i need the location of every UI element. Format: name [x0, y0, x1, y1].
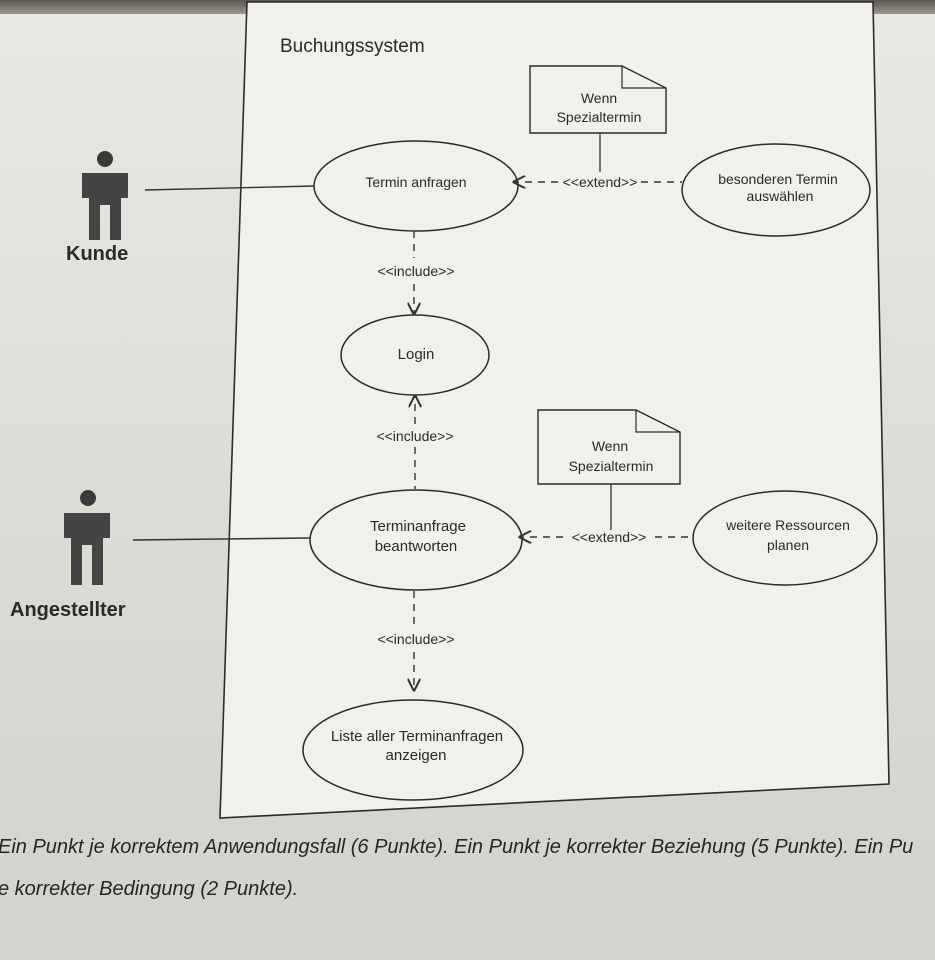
note-spezialtermin-1: Wenn Spezialtermin: [529, 65, 667, 172]
association-kunde: [144, 185, 316, 191]
usecase-login-label: Login: [398, 346, 435, 363]
actor-kunde-body: [82, 173, 128, 240]
usecase-liste-anzeigen-label-1: Liste aller Terminanfragen: [331, 728, 503, 745]
caption-line-2: e korrekter Bedingung (2 Punkte).: [0, 878, 299, 900]
usecase-weitere-ressourcen-label-2: planen: [767, 537, 809, 553]
relation-extend-1: <<extend>>: [514, 174, 682, 190]
include-1-label: <<include>>: [377, 263, 454, 279]
usecase-liste-anzeigen: Liste aller Terminanfragen anzeigen: [302, 699, 524, 801]
relation-extend-2: <<extend>>: [520, 529, 693, 545]
usecase-terminanfrage-beantworten: Terminanfrage beantworten: [309, 489, 523, 591]
association-angestellter: [132, 537, 311, 541]
actor-angestellter-label: Angestellter: [10, 599, 126, 621]
note-2-shape: [537, 409, 681, 485]
relation-include-1: <<include>>: [377, 231, 455, 314]
system-title: Buchungssystem: [280, 36, 425, 57]
note-1-line-2: Spezialtermin: [557, 109, 642, 125]
actor-kunde-head: [97, 151, 113, 167]
actor-angestellter: Angestellter: [10, 490, 126, 621]
note-1-fold: [621, 66, 666, 89]
usecase-liste-anzeigen-label-2: anzeigen: [386, 747, 447, 764]
note-2-fold: [635, 410, 680, 433]
usecase-weitere-ressourcen-label-1: weitere Ressourcen: [725, 517, 850, 533]
note-1-line-1: Wenn: [581, 90, 617, 106]
note-1-shape: [529, 65, 667, 134]
extend-1-label: <<extend>>: [563, 174, 638, 190]
include-3-label: <<include>>: [377, 631, 454, 647]
actor-angestellter-body: [64, 513, 110, 585]
extend-2-label: <<extend>>: [572, 529, 647, 545]
usecase-besonderen-termin-shape: [681, 143, 871, 237]
usecase-liste-anzeigen-shape: [302, 699, 524, 801]
caption-line-1: Ein Punkt je korrektem Anwendungsfall (6…: [0, 836, 914, 858]
usecase-besonderen-termin-label-1: besonderen Termin: [718, 171, 838, 187]
note-spezialtermin-2: Wenn Spezialtermin: [537, 409, 681, 530]
usecase-weitere-ressourcen: weitere Ressourcen planen: [692, 490, 878, 586]
usecase-termin-anfragen: Termin anfragen: [313, 140, 519, 232]
usecase-terminanfrage-beantworten-label-1: Terminanfrage: [370, 518, 466, 535]
usecase-besonderen-termin: besonderen Termin auswählen: [681, 143, 871, 237]
relation-include-2: <<include>>: [376, 396, 454, 489]
actor-kunde-label: Kunde: [66, 243, 128, 265]
relation-include-3: <<include>>: [377, 591, 455, 690]
note-2-line-1: Wenn: [592, 438, 628, 454]
usecase-termin-anfragen-label: Termin anfragen: [365, 174, 466, 190]
actor-angestellter-head: [80, 490, 96, 506]
note-2-line-2: Spezialtermin: [569, 458, 654, 474]
usecase-terminanfrage-beantworten-label-2: beantworten: [375, 538, 458, 555]
usecase-besonderen-termin-label-2: auswählen: [747, 188, 814, 204]
usecase-weitere-ressourcen-shape: [692, 490, 878, 586]
actor-kunde: Kunde: [66, 151, 128, 265]
usecase-login: Login: [340, 314, 490, 396]
include-2-label: <<include>>: [376, 428, 453, 444]
